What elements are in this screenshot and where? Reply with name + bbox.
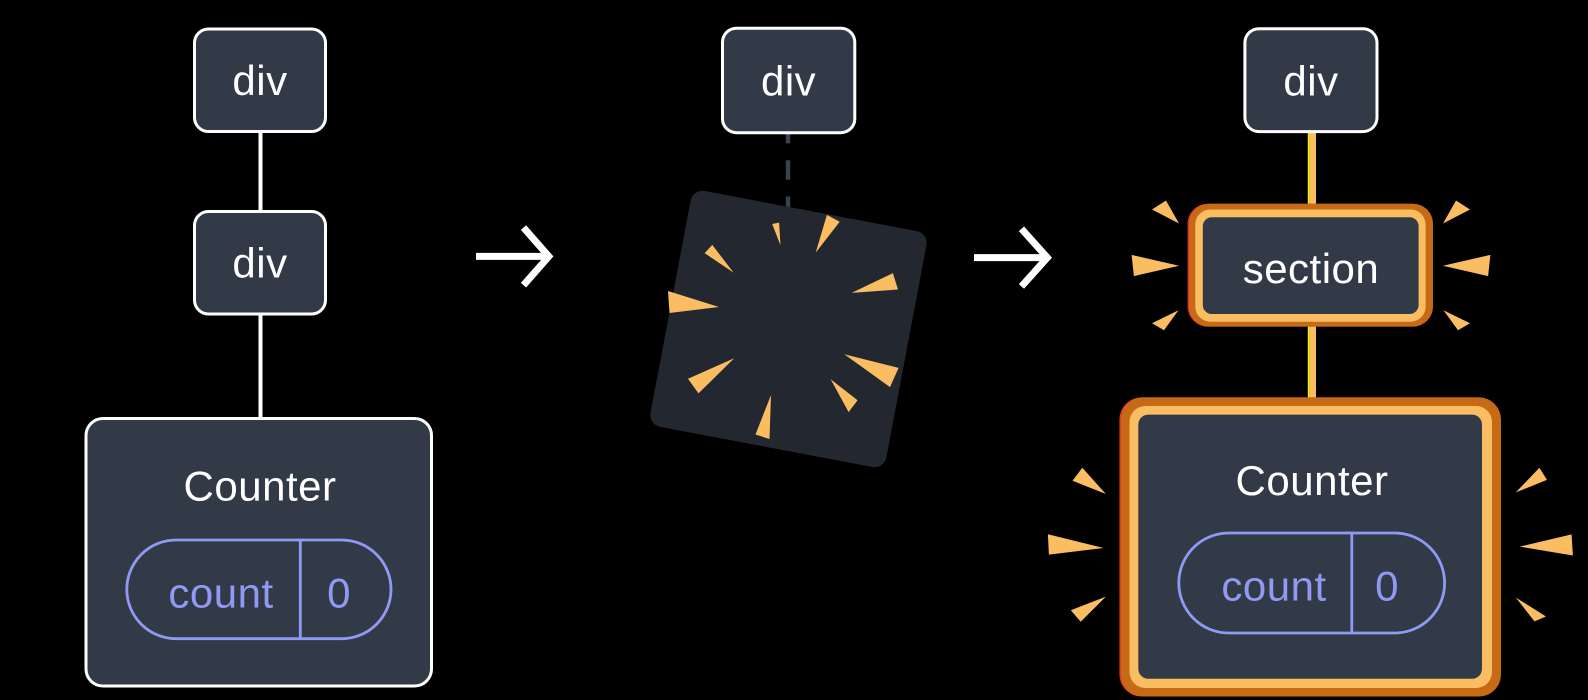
svg-text:0: 0 xyxy=(1375,563,1399,610)
svg-text:div: div xyxy=(761,58,816,105)
svg-text:count: count xyxy=(168,570,273,617)
svg-text:Counter: Counter xyxy=(1236,457,1389,504)
svg-text:div: div xyxy=(1283,57,1338,104)
svg-text:div: div xyxy=(232,240,287,287)
svg-text:count: count xyxy=(1221,563,1326,610)
svg-text:0: 0 xyxy=(327,570,351,617)
svg-text:div: div xyxy=(232,57,287,104)
svg-text:section: section xyxy=(1243,245,1380,292)
svg-text:Counter: Counter xyxy=(184,463,337,510)
